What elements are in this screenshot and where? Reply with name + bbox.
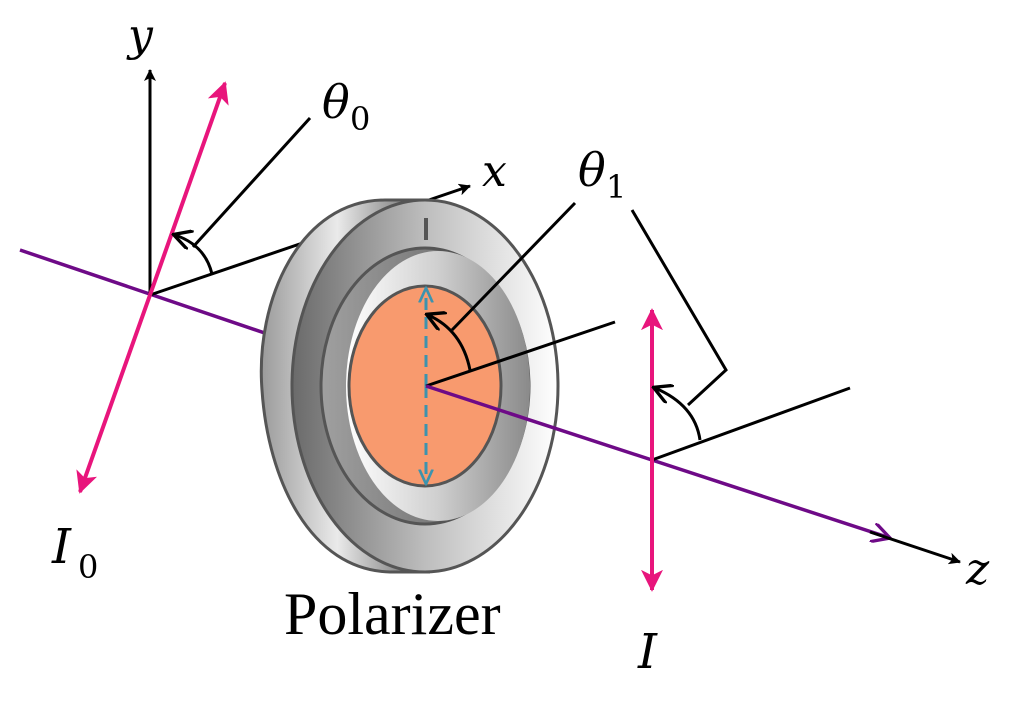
incident-polarization-arrow-lower [76, 294, 152, 494]
theta0-label: θ [322, 75, 350, 129]
theta1-leader-line-right [630, 209, 728, 407]
output-reference-line [651, 386, 851, 462]
theta1-polarizer-angle-arc [428, 315, 472, 371]
theta0-leader-line [191, 116, 312, 249]
y-axis-label: y [126, 10, 154, 61]
z-axis [869, 530, 961, 565]
light-beam-incoming [19, 248, 301, 347]
polarizer [259, 198, 560, 574]
polarizer-reference-line [425, 320, 616, 388]
theta1-label: θ [578, 143, 606, 197]
i0-label: I [51, 519, 72, 575]
theta0-subscript: 0 [350, 100, 370, 138]
polarizer-caption: Polarizer [284, 581, 501, 647]
theta1-leader-line-left [450, 201, 577, 332]
i-label: I [637, 624, 658, 680]
light-beam-outgoing [425, 384, 890, 538]
z-axis-label: z [965, 544, 990, 595]
i0-subscript: 0 [78, 548, 98, 586]
theta1-subscript: 1 [606, 168, 626, 206]
x-axis-label: x [482, 146, 507, 197]
theta1-output-angle-arc [655, 388, 702, 441]
theta0-angle-arc [175, 235, 214, 275]
incident-polarization-arrow [148, 81, 229, 296]
